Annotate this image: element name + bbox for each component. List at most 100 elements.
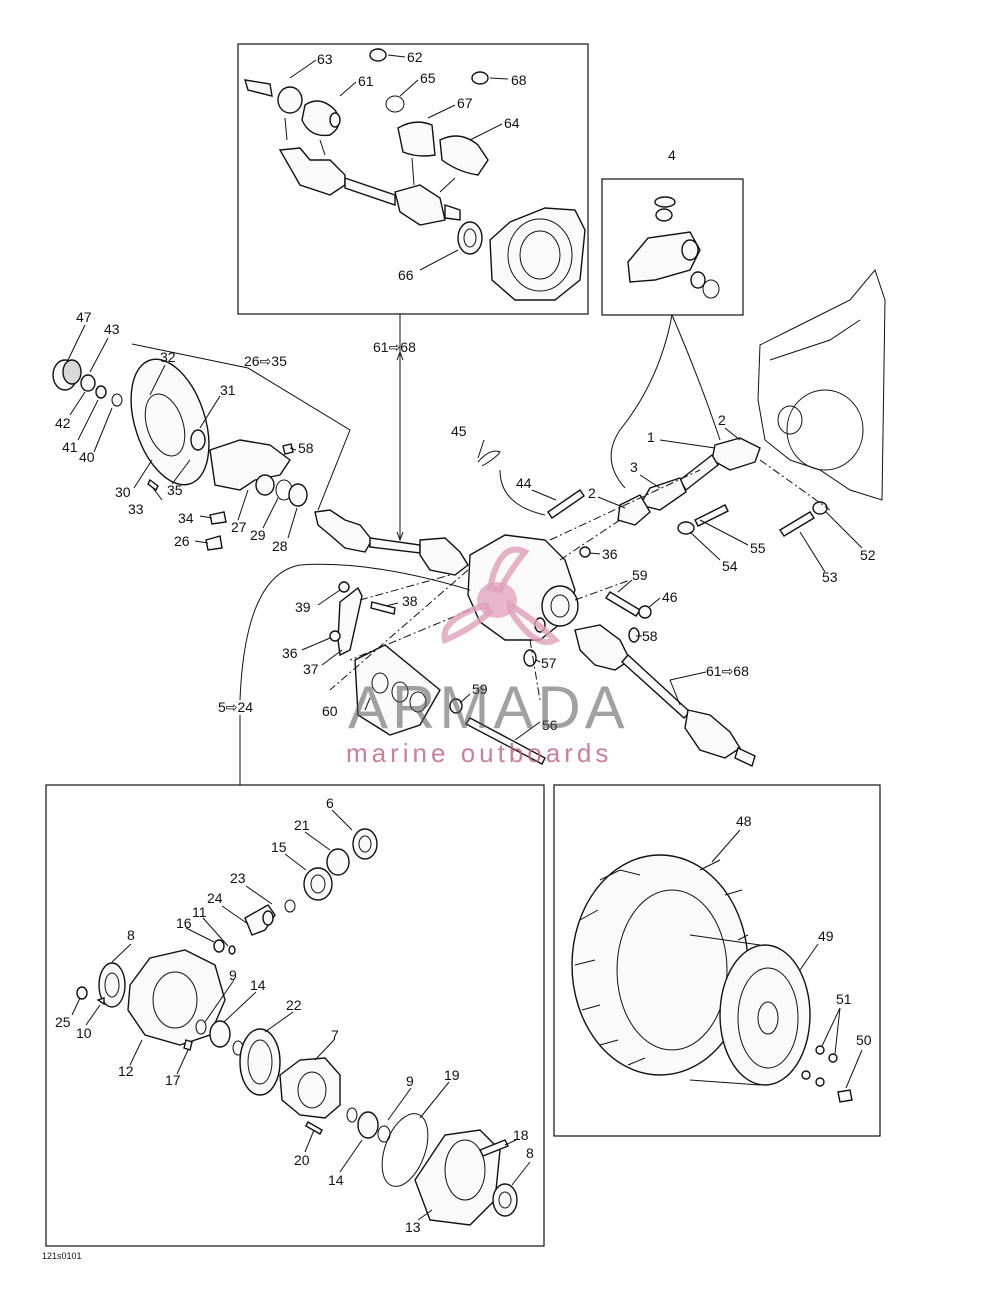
callout-7: 7: [331, 1027, 339, 1043]
range-61-68-top: 61⇨68: [373, 339, 416, 355]
callout-11: 11: [192, 904, 207, 920]
callout-14a: 14: [250, 977, 266, 993]
differential-leaders: [71, 809, 531, 1221]
callout-12: 12: [118, 1063, 134, 1079]
callout-2a: 2: [718, 412, 726, 428]
callout-43: 43: [104, 321, 120, 337]
engine-outline: [757, 268, 886, 501]
callout-58b: 58: [642, 628, 658, 644]
inset-box-differential: [45, 784, 545, 1247]
watermark-brand: ARMADA: [348, 674, 629, 741]
callout-66: 66: [398, 267, 414, 283]
callout-20: 20: [294, 1152, 310, 1168]
callout-51: 51: [836, 991, 852, 1007]
callout-42: 42: [55, 415, 71, 431]
callout-9a: 9: [229, 967, 237, 983]
callout-28: 28: [272, 538, 288, 554]
callout-14b: 14: [328, 1172, 344, 1188]
callout-62: 62: [407, 49, 423, 65]
range-5-24: 5⇨24: [218, 699, 253, 715]
callout-26: 26: [174, 533, 190, 549]
callout-40: 40: [79, 449, 95, 465]
callout-8b: 8: [526, 1145, 534, 1161]
watermark-tagline: marine outboards: [346, 738, 612, 768]
callout-18: 18: [513, 1127, 529, 1143]
callout-17: 17: [165, 1072, 181, 1088]
callout-29: 29: [250, 527, 266, 543]
range-26-35: 26⇨35: [244, 353, 287, 369]
callout-48: 48: [736, 813, 752, 829]
callout-4: 4: [668, 147, 676, 163]
figure-code: 121s0101: [42, 1251, 82, 1261]
callout-9b: 9: [406, 1073, 414, 1089]
callout-47: 47: [76, 309, 92, 325]
callout-1: 1: [647, 429, 655, 445]
callout-61: 61: [358, 73, 374, 89]
callout-45: 45: [451, 423, 467, 439]
left-axle: [314, 509, 469, 576]
cv-joint-leaders: [289, 54, 509, 271]
callout-15: 15: [271, 839, 287, 855]
callout-65: 65: [420, 70, 436, 86]
callout-39: 39: [295, 599, 311, 615]
callout-16: 16: [176, 915, 192, 931]
callout-55: 55: [750, 540, 766, 556]
callout-59a: 59: [632, 567, 648, 583]
callout-56: 56: [542, 717, 558, 733]
callout-labels: 63 62 61 65 68 67 64 66 4 47 43 32 31 42…: [42, 49, 876, 1261]
callout-38: 38: [402, 593, 418, 609]
callout-34: 34: [178, 510, 194, 526]
right-axle: [574, 624, 756, 767]
callout-36b: 36: [282, 645, 298, 661]
wheel-leaders: [711, 829, 863, 1089]
callout-22: 22: [286, 997, 302, 1013]
callout-2b: 2: [588, 485, 596, 501]
callout-53: 53: [822, 569, 838, 585]
callout-35: 35: [167, 482, 183, 498]
callout-3: 3: [630, 459, 638, 475]
drive-shaft: [617, 437, 761, 526]
callout-10: 10: [76, 1025, 92, 1041]
callout-37: 37: [303, 661, 319, 677]
callout-63: 63: [317, 51, 333, 67]
main-leaders: [301, 427, 863, 741]
callout-27: 27: [231, 519, 247, 535]
callout-67: 67: [457, 95, 473, 111]
callout-49: 49: [818, 928, 834, 944]
callout-41: 41: [62, 439, 78, 455]
callout-52: 52: [860, 547, 876, 563]
callout-13: 13: [405, 1219, 421, 1235]
cv-joint-parts: [244, 48, 586, 301]
callout-68: 68: [511, 72, 527, 88]
callout-19: 19: [444, 1067, 460, 1083]
armada-logo-watermark: [441, 546, 561, 645]
callout-23: 23: [230, 870, 246, 886]
callout-36a: 36: [602, 546, 618, 562]
callout-46: 46: [662, 589, 678, 605]
callout-6: 6: [326, 795, 334, 811]
range-61-68-right: 61⇨68: [706, 663, 749, 679]
callout-60: 60: [322, 703, 338, 719]
callout-24: 24: [207, 890, 223, 906]
callout-58a: 58: [298, 440, 314, 456]
callout-33: 33: [128, 501, 144, 517]
alignment-lines: [329, 459, 831, 701]
inset-box-wheel: [553, 784, 881, 1137]
callout-32: 32: [160, 349, 176, 365]
callout-59b: 59: [472, 681, 488, 697]
wheel-hub-assembly: [52, 358, 308, 551]
u-joint-parts: [627, 196, 720, 299]
differential-parts: [76, 828, 518, 1226]
inset-connectors: [239, 314, 721, 785]
callout-44: 44: [516, 475, 532, 491]
callout-50: 50: [856, 1032, 872, 1048]
callout-8a: 8: [127, 927, 135, 943]
wheel-parts: [571, 854, 853, 1103]
hub-leaders: [67, 324, 351, 544]
callout-64: 64: [504, 115, 520, 131]
callout-54: 54: [722, 558, 738, 574]
inset-box-cv-joint: [237, 43, 589, 315]
callout-21: 21: [294, 817, 310, 833]
callout-30: 30: [115, 484, 131, 500]
